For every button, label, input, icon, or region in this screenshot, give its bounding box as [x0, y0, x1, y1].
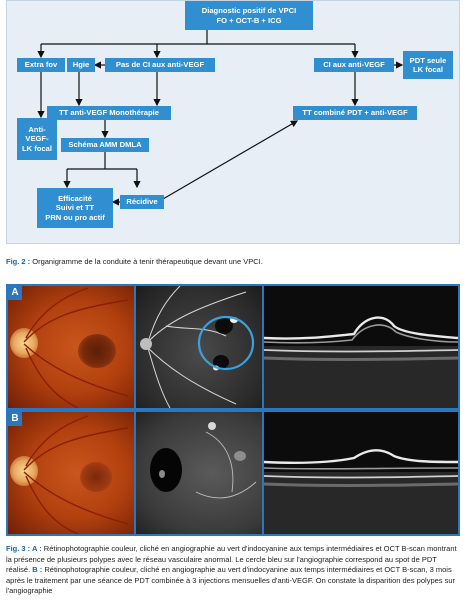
- fig3-caption-b-label: B :: [32, 565, 45, 575]
- hgie-box: Hgie: [67, 58, 95, 72]
- anti-vegf-lk-box: Anti- VEGF- LK focal: [17, 118, 57, 160]
- fig3-caption-b-text: Rétinophotographie couleur, cliché en an…: [6, 565, 456, 596]
- fig2-caption-text: Organigramme de la conduite à tenir thér…: [32, 257, 263, 266]
- pdt-seule-box: PDT seule LK focal: [403, 51, 453, 79]
- pdt-seule-line-2: LK focal: [413, 65, 443, 74]
- icg-angiography-a: [136, 286, 262, 408]
- tt-mono-box: TT anti-VEGF Monothérapie: [47, 106, 171, 120]
- pas-ci-label: Pas de CI aux anti-VEGF: [115, 60, 205, 70]
- flowchart-panel: Diagnostic positif de VPCI FO + OCT-B + …: [6, 0, 460, 244]
- schema-box: Schéma AMM DMLA: [61, 138, 149, 152]
- row-label-a: A: [8, 286, 22, 300]
- extra-fov-box: Extra fov: [17, 58, 65, 72]
- anti-vegf-lk-line-2: VEGF-: [25, 134, 49, 144]
- anti-vegf-lk-line-1: Anti-: [28, 124, 46, 134]
- fig3-image-panel: A B: [6, 284, 460, 536]
- efficacite-box: Efficacité Suivi et TT PRN ou pro actif: [37, 188, 113, 228]
- fig3-caption-a-text: Rétinophotographie couleur, cliché en an…: [6, 544, 457, 575]
- diagnosis-line-1: Diagnostic positif de VPCI: [201, 6, 297, 16]
- hgie-label: Hgie: [72, 60, 90, 70]
- oct-bscan-b: [264, 412, 458, 534]
- fig3-caption-label: Fig. 3 :: [6, 544, 32, 553]
- fig3-caption: Fig. 3 : A : Rétinophotographie couleur,…: [6, 544, 462, 597]
- icg-angiography-b: [136, 412, 262, 534]
- fig2-caption: Fig. 2 : Organigramme de la conduite à t…: [6, 257, 462, 268]
- tt-mono-label: TT anti-VEGF Monothérapie: [59, 108, 159, 118]
- efficacite-line-1: Efficacité: [58, 193, 92, 203]
- tt-combine-box: TT combiné PDT + anti-VEGF: [293, 106, 417, 120]
- row-label-b: B: [8, 412, 22, 426]
- efficacite-line-2: Suivi et TT: [55, 203, 95, 213]
- pas-ci-box: Pas de CI aux anti-VEGF: [105, 58, 215, 72]
- pdt-seule-line-1: PDT seule: [409, 55, 447, 65]
- pdt-spot-circle: [197, 315, 255, 371]
- flowchart-arrows: [37, 30, 404, 206]
- schema-label: Schéma AMM DMLA: [68, 140, 142, 150]
- ci-anti-vegf-box: CI aux anti-VEGF: [314, 58, 394, 72]
- ci-anti-vegf-label: CI aux anti-VEGF: [323, 60, 385, 70]
- fig2-caption-label: Fig. 2 :: [6, 257, 33, 266]
- fundus-photo-b: [8, 412, 134, 534]
- extra-fov-label: Extra fov: [24, 60, 58, 70]
- fundus-photo-a: [8, 286, 134, 408]
- recidive-box: Récidive: [120, 195, 164, 209]
- efficacite-line-3: PRN ou pro actif: [45, 212, 105, 222]
- oct-bscan-a: [264, 286, 458, 408]
- diagnosis-line-2: FO + OCT-B + ICG: [216, 15, 282, 25]
- diagnosis-box: Diagnostic positif de VPCI FO + OCT-B + …: [185, 1, 313, 30]
- fig3-caption-a-label: A :: [31, 544, 44, 553]
- recidive-label: Récidive: [126, 197, 158, 207]
- tt-combine-label: TT combiné PDT + anti-VEGF: [302, 108, 408, 118]
- anti-vegf-lk-line-3: LK focal: [22, 143, 52, 153]
